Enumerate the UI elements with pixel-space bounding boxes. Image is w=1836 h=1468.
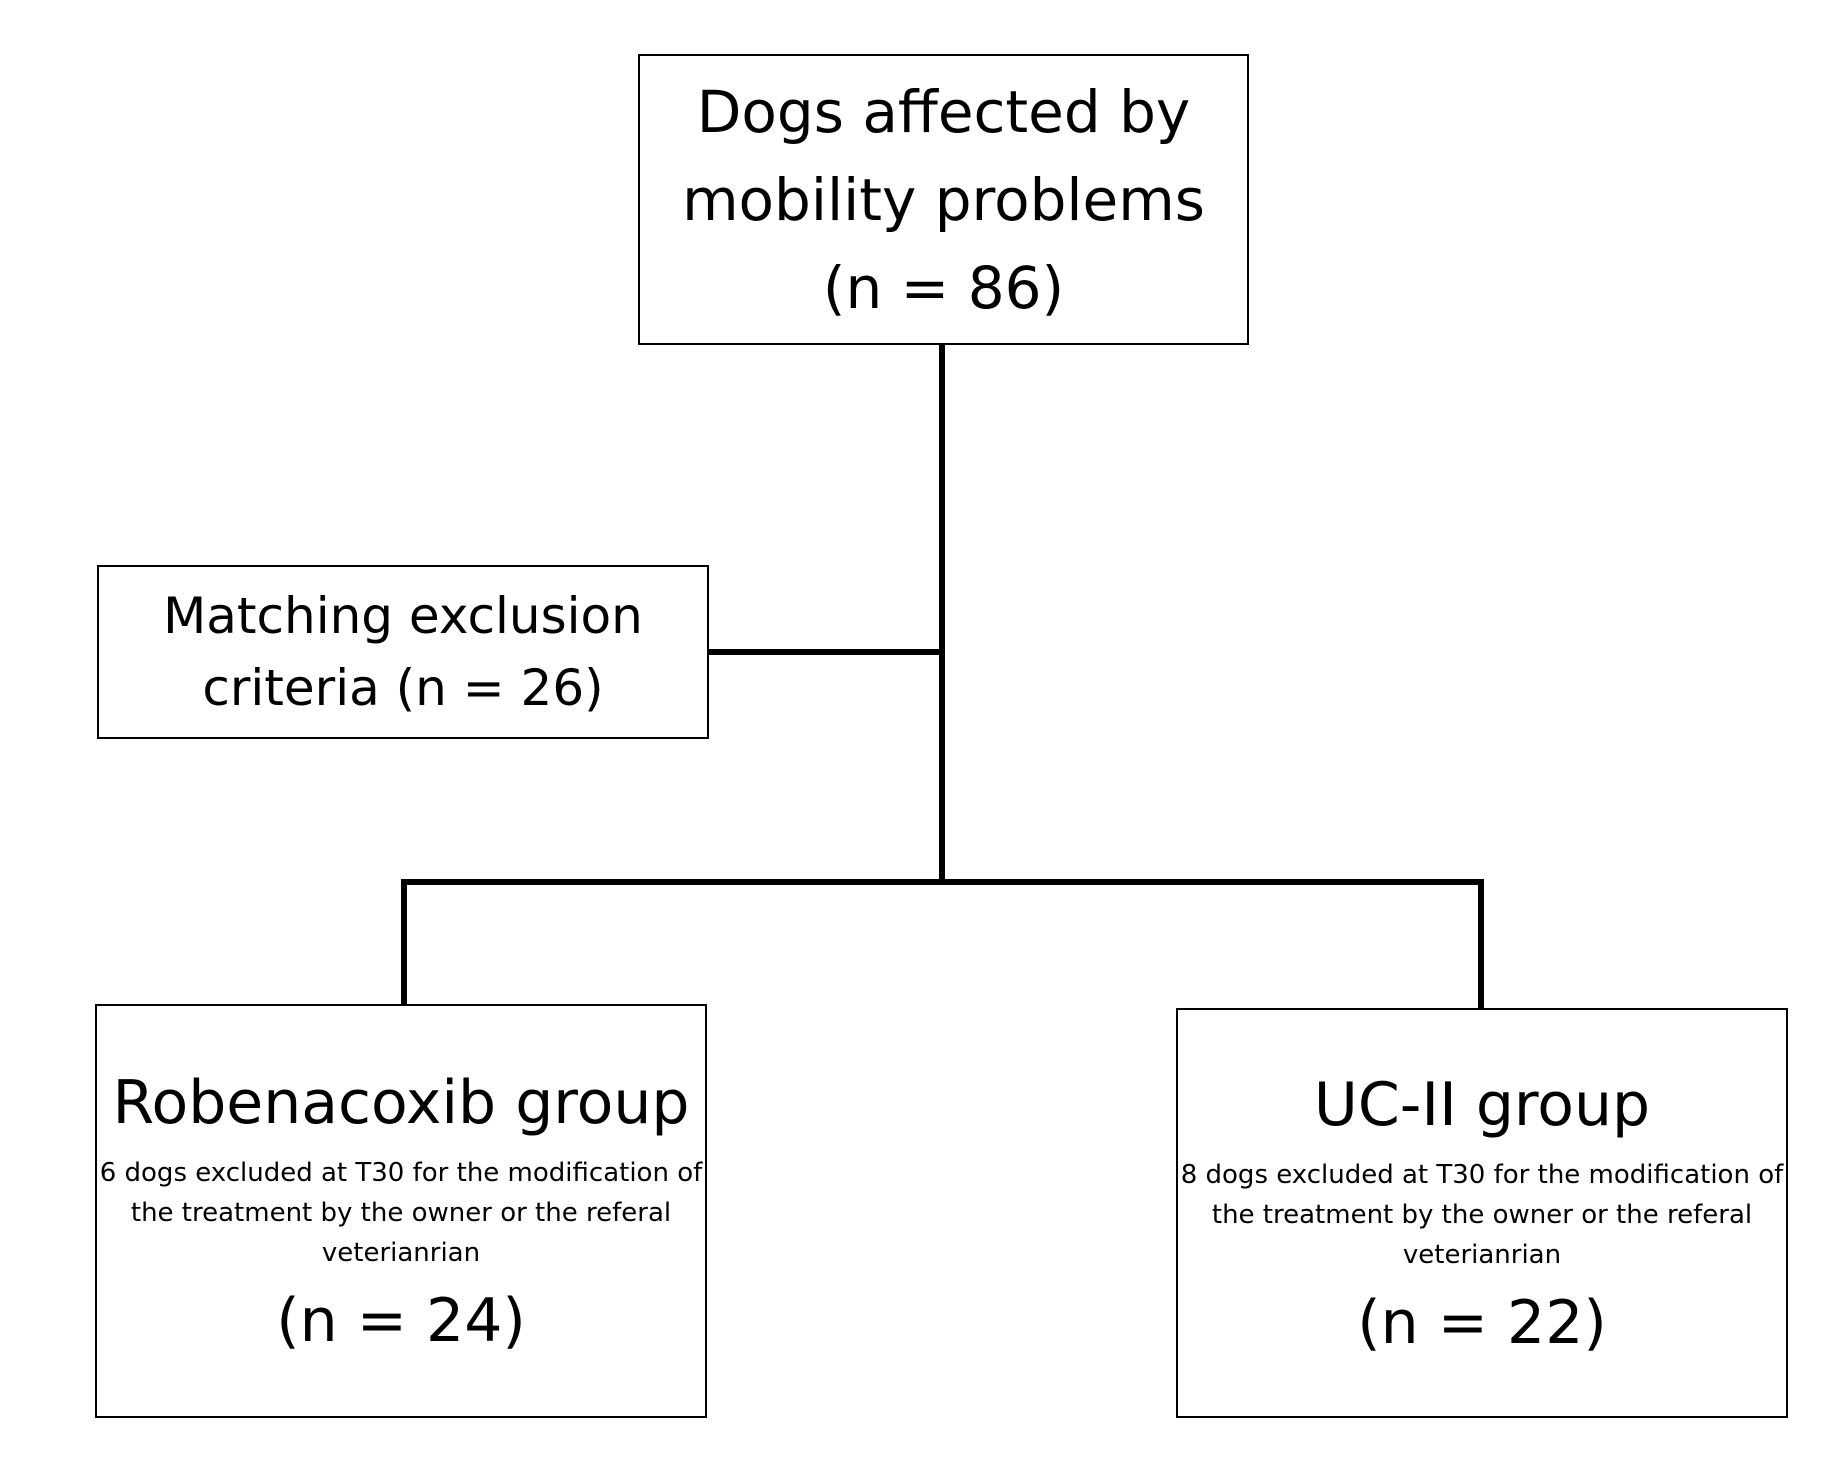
- total-dogs-box: Dogs affected by mobility problems (n = …: [638, 54, 1249, 345]
- total-dogs-count: (n = 86): [822, 253, 1065, 322]
- ucii-group-title: UC-II group: [1313, 1070, 1651, 1140]
- robenacoxib-group-box: Robenacoxib group 6 dogs excluded at T30…: [95, 1004, 707, 1418]
- exclusion-box: Matching exclusion criteria (n = 26): [97, 565, 709, 739]
- exclusion-title: Matching exclusion criteria (n = 26): [163, 587, 643, 717]
- ucii-group-box: UC-II group 8 dogs excluded at T30 for t…: [1176, 1008, 1788, 1418]
- robenacoxib-group-title: Robenacoxib group: [112, 1068, 690, 1138]
- robenacoxib-group-count: (n = 24): [276, 1286, 526, 1356]
- robenacoxib-group-note: 6 dogs excluded at T30 for the modificat…: [99, 1158, 703, 1268]
- total-dogs-title: Dogs affected by mobility problems: [682, 77, 1205, 234]
- ucii-group-count: (n = 22): [1357, 1288, 1607, 1358]
- ucii-group-note: 8 dogs excluded at T30 for the modificat…: [1180, 1160, 1784, 1270]
